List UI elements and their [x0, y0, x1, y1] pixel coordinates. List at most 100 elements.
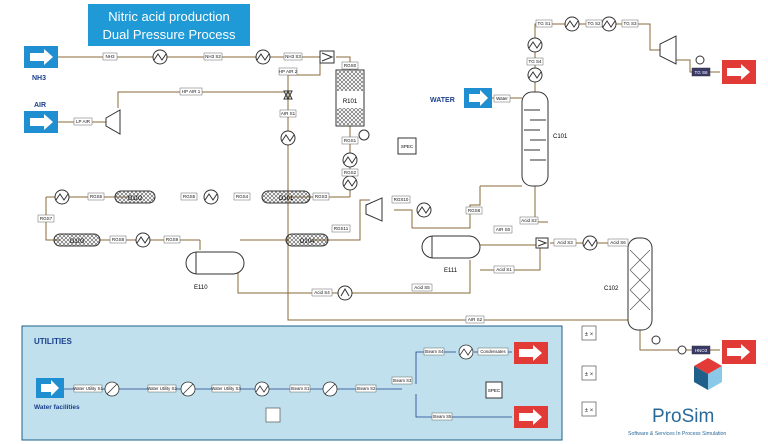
logo-tagline: Software & Services In Process Simulatio…: [628, 431, 726, 437]
calculator-utilities: [265, 407, 281, 423]
svg-text:Water Utility S1: Water Utility S1: [73, 386, 103, 391]
svg-text:HP AIR 1: HP AIR 1: [182, 89, 201, 94]
svg-text:Water Utility S2: Water Utility S2: [147, 386, 177, 391]
svg-text:RGS1: RGS1: [344, 138, 357, 143]
utilities-panel: [21, 325, 563, 441]
svg-text:TG S6: TG S6: [694, 70, 708, 75]
label-o101: O101: [279, 196, 294, 202]
svg-text:NH3: NH3: [105, 54, 114, 59]
label-o104: O104: [300, 239, 315, 245]
svg-text:HP AIR 2: HP AIR 2: [279, 69, 298, 74]
calculator-icons: ± × ± × ± ×: [581, 325, 597, 417]
svg-text:RGS8: RGS8: [468, 208, 481, 213]
svg-text:Acid S5: Acid S5: [414, 285, 430, 290]
feed-nh3[interactable]: [24, 46, 58, 68]
feed-water[interactable]: [464, 88, 492, 108]
svg-text:RGS2: RGS2: [344, 170, 357, 175]
coolers: [54, 16, 617, 251]
spec-main-label: SPEC: [401, 144, 414, 149]
label-e111: E111: [444, 268, 458, 274]
reactor-cooler: [358, 129, 370, 141]
product-steam[interactable]: [514, 406, 548, 428]
utility-exchangers: [104, 344, 474, 397]
svg-text:NH3 S3: NH3 S3: [285, 54, 301, 59]
label-r101: R101: [343, 99, 358, 105]
feed-water-label: WATER: [430, 97, 455, 104]
utility-stream-labels: Water Utility S1 Water Utility S2 Water …: [73, 347, 509, 421]
product-condensates[interactable]: [514, 342, 548, 364]
svg-text:AIR S2: AIR S2: [468, 317, 483, 322]
product-hno3[interactable]: [722, 340, 756, 364]
svg-text:RGS0: RGS0: [344, 63, 357, 68]
svg-text:Acid S1: Acid S1: [496, 267, 512, 272]
svg-text:RGS7: RGS7: [40, 216, 53, 221]
exchanger-e111[interactable]: [421, 235, 481, 259]
svg-text:RGS11: RGS11: [334, 226, 349, 231]
svg-text:Water Utility S3: Water Utility S3: [211, 386, 241, 391]
svg-text:Steam S3: Steam S3: [393, 378, 412, 383]
title-box: [88, 4, 250, 46]
hno3-cooler: [677, 345, 687, 355]
svg-text:TG S3: TG S3: [623, 21, 637, 26]
svg-text:Steam S2: Steam S2: [357, 386, 376, 391]
title-line2: Dual Pressure Process: [103, 27, 236, 42]
svg-text:± ×: ± ×: [585, 408, 594, 414]
svg-text:TG S1: TG S1: [537, 21, 551, 26]
svg-text:RGS5: RGS5: [183, 194, 196, 199]
acid-pump: [337, 285, 353, 301]
logo-name: ProSim: [652, 406, 714, 427]
c102-reboiler: [651, 335, 661, 345]
svg-text:Acid S3: Acid S3: [557, 240, 573, 245]
label-o103: O103: [70, 239, 85, 245]
spec-utilities-label: SPEC: [488, 388, 501, 393]
svg-text:± ×: ± ×: [585, 372, 594, 378]
svg-text:RGS3: RGS3: [315, 194, 328, 199]
svg-text:RGS4: RGS4: [236, 194, 249, 199]
feed-air-label: AIR: [34, 102, 46, 109]
feed-water-facilities[interactable]: [36, 378, 64, 398]
svg-text:Steam S5: Steam S5: [433, 414, 452, 419]
svg-text:± ×: ± ×: [585, 332, 594, 338]
utilities-title: UTILITIES: [34, 337, 72, 346]
svg-text:Acid S2: Acid S2: [521, 218, 537, 223]
svg-text:LP AIR: LP AIR: [76, 119, 91, 124]
column-c102[interactable]: [627, 237, 653, 331]
spec-box-utilities[interactable]: [485, 381, 503, 399]
label-c102: C102: [604, 286, 619, 292]
svg-text:TG S4: TG S4: [528, 59, 542, 64]
label-e110: E110: [194, 285, 208, 291]
water-facilities-label: Water facilities: [34, 404, 80, 411]
svg-text:RGS8: RGS8: [112, 237, 125, 242]
title-line1: Nitric acid production: [108, 9, 229, 24]
spec-box-main[interactable]: [397, 137, 417, 155]
svg-text:RGS6: RGS6: [90, 194, 103, 199]
feed-nh3-label: NH3: [32, 75, 46, 82]
tail-gas-meter: [695, 55, 705, 65]
svg-text:RGS10: RGS10: [394, 197, 409, 202]
svg-text:Acid S4: Acid S4: [314, 290, 330, 295]
prosim-logo: [694, 358, 722, 390]
process-pipes: [45, 23, 720, 351]
svg-text:Acid S6: Acid S6: [610, 240, 626, 245]
svg-text:AIR S0: AIR S0: [496, 227, 511, 232]
svg-text:RGS9: RGS9: [166, 237, 179, 242]
svg-text:NH3 S2: NH3 S2: [205, 54, 221, 59]
oxidizer-o103[interactable]: O103: [53, 233, 101, 247]
feed-air[interactable]: [24, 111, 58, 133]
mixer-acid: [535, 237, 549, 249]
stream-labels: NH3 NH3 S2 NH3 S3 RGS0 HP AIR 2 HP AIR 1…: [37, 19, 711, 355]
oxidizer-o104[interactable]: O104: [285, 233, 329, 247]
svg-text:HNO3: HNO3: [695, 348, 708, 353]
column-c101[interactable]: [521, 91, 549, 187]
exchanger-e110[interactable]: [185, 251, 245, 275]
product-tail-gas[interactable]: [722, 60, 756, 84]
svg-text:Condensates: Condensates: [480, 349, 505, 354]
oxidizer-o101[interactable]: O101: [261, 190, 311, 204]
label-o102: O102: [128, 196, 143, 202]
svg-text:Water: Water: [496, 96, 508, 101]
svg-text:Steam S1: Steam S1: [291, 386, 310, 391]
svg-text:AIR S1: AIR S1: [281, 111, 296, 116]
oxidizer-o102[interactable]: O102: [114, 190, 156, 204]
